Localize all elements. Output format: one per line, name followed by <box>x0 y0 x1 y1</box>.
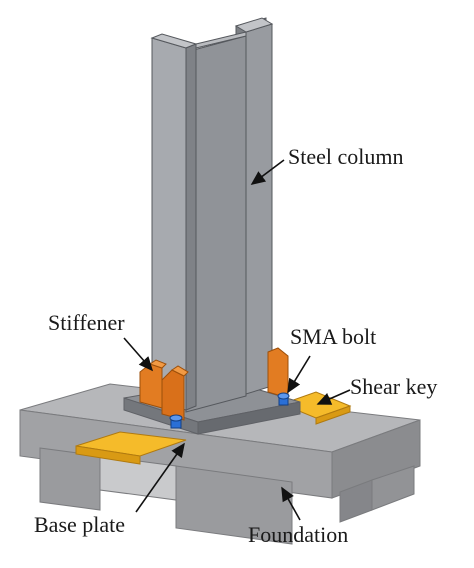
label-stiffener: Stiffener <box>48 310 125 335</box>
shear-key-front-side <box>75 445 141 465</box>
column-back-flange-top <box>234 17 274 33</box>
arrow-foundation <box>281 486 301 521</box>
arrow-sma-bolt <box>287 355 311 394</box>
label-steel-column: Steel column <box>288 144 404 169</box>
foundation-recess <box>99 455 177 501</box>
column-front-flange-side <box>185 43 197 411</box>
leader-arrows <box>123 159 351 521</box>
sma-bolt-front <box>169 414 183 429</box>
shear-keys <box>75 391 352 465</box>
arrow-stiffener <box>123 337 154 372</box>
column-back-flange-face <box>245 23 273 395</box>
arrow-base-plate <box>135 442 185 513</box>
stiffener-left-2 <box>161 369 185 421</box>
foundation-leg-mid <box>175 465 293 545</box>
base-plate-right <box>197 401 301 435</box>
sma-bolt-right <box>277 392 290 406</box>
label-sma-bolt: SMA bolt <box>290 324 377 349</box>
label-base-plate: Base plate <box>34 512 126 537</box>
steel-column <box>150 17 274 413</box>
shear-key-right-side <box>315 405 351 425</box>
arrow-steel-column <box>250 159 285 185</box>
stiffener-left-1 <box>139 363 163 409</box>
stiffener-right <box>267 347 289 399</box>
foundation-leg-right-face <box>371 465 415 511</box>
arrow-shear-key <box>316 389 351 405</box>
label-foundation: Foundation <box>248 522 349 547</box>
sma-bolts <box>169 392 290 429</box>
stiffener-left-2-edge <box>171 365 189 377</box>
label-shear-key: Shear key <box>350 374 438 399</box>
foundation-right <box>331 419 421 499</box>
column-front-flange-face <box>151 37 187 411</box>
stiffener-left-1-edge <box>148 359 167 369</box>
foundation-leg-left <box>39 447 101 511</box>
